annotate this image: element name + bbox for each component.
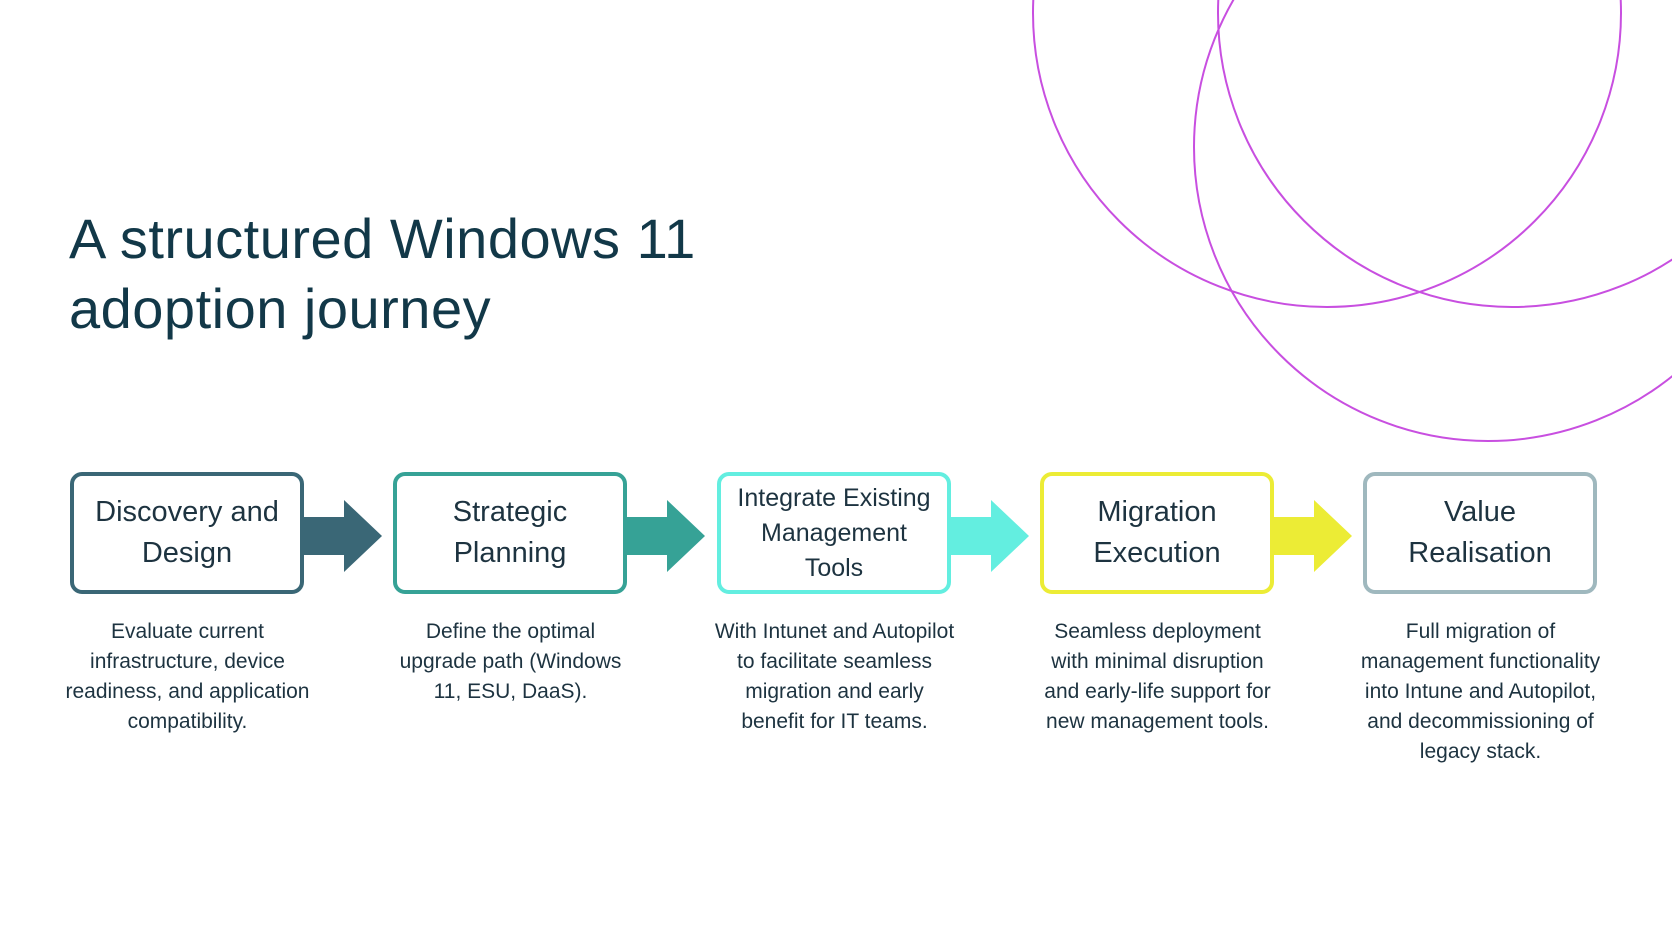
- step-5-box: Value Realisation: [1363, 472, 1597, 594]
- step-5-description: Full migration of management functionali…: [1360, 620, 1601, 763]
- step-4-box: Migration Execution: [1040, 472, 1274, 594]
- page-title: A structured Windows 11 adoption journey: [69, 204, 789, 344]
- page-title-line-2: adoption journey: [69, 277, 492, 340]
- decorative-circle-3: [1217, 0, 1672, 308]
- step-1-description: Evaluate current infrastructure, device …: [65, 620, 310, 733]
- step-2-description: Define the optimal upgrade path (Windows…: [399, 620, 622, 703]
- step-1-title: Discovery and Design: [95, 496, 279, 569]
- step-5-title: Value Realisation: [1408, 496, 1552, 569]
- step-2-box: Strategic Planning: [393, 472, 627, 594]
- step-4-description: Seamless deployment with minimal disrupt…: [1044, 620, 1271, 733]
- right-arrow-icon: [627, 500, 705, 572]
- step-1-box: Discovery and Design: [70, 472, 304, 594]
- step-3-title: Integrate Existing Management Tools: [737, 483, 931, 582]
- step-2-title: Strategic Planning: [452, 496, 568, 569]
- step-3-box: Integrate Existing Management Tools: [717, 472, 951, 594]
- step-4-title: Migration Execution: [1093, 496, 1221, 569]
- decorative-circle-1: [1032, 0, 1622, 308]
- step-3-description: With Intuneŧ and Autopilot to facilitate…: [714, 620, 955, 733]
- right-arrow-icon: [951, 500, 1029, 572]
- right-arrow-icon: [1274, 500, 1352, 572]
- decorative-circle-2: [1193, 0, 1672, 442]
- right-arrow-icon: [304, 500, 382, 572]
- page-title-line-1: A structured Windows 11: [69, 207, 696, 270]
